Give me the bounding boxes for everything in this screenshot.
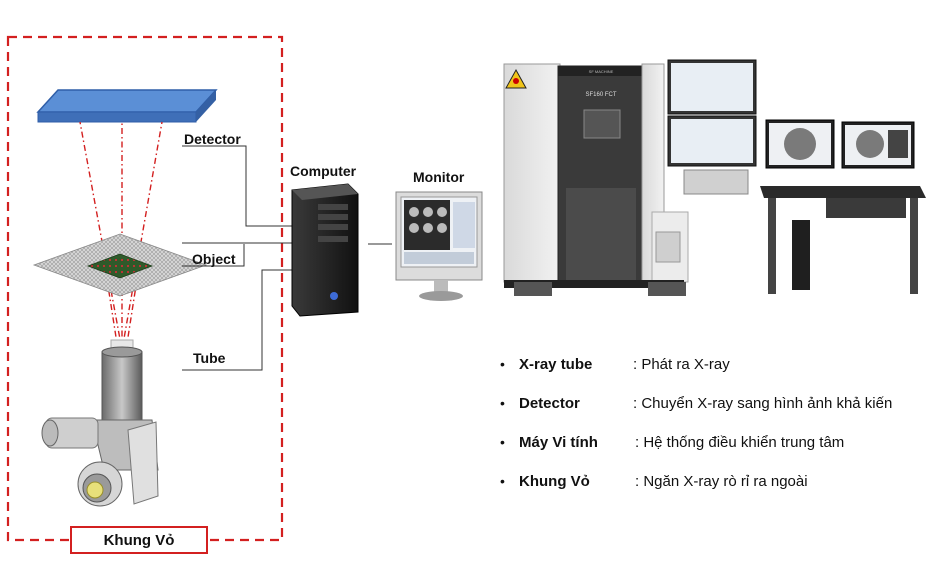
bullet-icon: • <box>500 356 505 372</box>
machine-model-text: SF160 FCT <box>585 92 616 98</box>
legend-item-detector: • Detector : Chuyển X-ray sang hình ảnh … <box>500 395 925 434</box>
object-label: Object <box>192 251 236 267</box>
legend-term: X-ray tube <box>519 356 593 373</box>
tube-label: Tube <box>193 350 226 366</box>
legend-term: Máy Vi tính <box>519 434 598 451</box>
radiation-warning-icon <box>513 78 519 84</box>
enclosure-frame <box>6 35 284 542</box>
legend-desc: : Hệ thống điều khiển trung tâm <box>635 434 845 451</box>
detector-label: Detector <box>184 131 241 147</box>
monitor-label: Monitor <box>413 169 465 185</box>
legend-desc: : Ngăn X-ray rò rỉ ra ngoài <box>635 473 808 490</box>
computer-label: Computer <box>290 163 357 179</box>
legend-item-computer: • Máy Vi tính : Hệ thống điều khiển trun… <box>500 434 925 473</box>
legend-desc: : Phát ra X-ray <box>633 356 730 373</box>
legend-item-xray-tube: • X-ray tube : Phát ra X-ray <box>500 356 925 395</box>
component-legend: • X-ray tube : Phát ra X-ray • Detector … <box>500 356 925 512</box>
workstation-desk <box>760 119 926 294</box>
detector-plate <box>36 89 218 123</box>
machine-top-text: SF MACHINE <box>589 69 614 74</box>
enclosure-label: Khung Vỏ <box>70 526 208 554</box>
bullet-icon: • <box>500 473 505 489</box>
legend-item-enclosure: • Khung Vỏ : Ngăn X-ray rò rỉ ra ngoài <box>500 473 925 512</box>
object-sample <box>32 233 208 297</box>
legend-term: Khung Vỏ <box>519 473 590 490</box>
xray-machine <box>503 59 757 296</box>
monitor-device <box>395 191 483 301</box>
legend-desc: : Chuyển X-ray sang hình ảnh khả kiến <box>633 395 893 412</box>
connector-lines <box>182 145 392 371</box>
computer-tower <box>291 183 359 317</box>
legend-term: Detector <box>519 395 580 412</box>
bullet-icon: • <box>500 395 505 411</box>
xray-tube <box>41 339 159 507</box>
bullet-icon: • <box>500 434 505 450</box>
